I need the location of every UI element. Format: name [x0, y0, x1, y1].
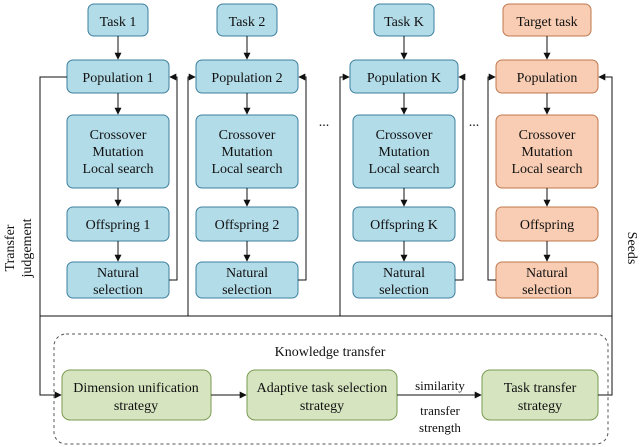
connectors — [39, 36, 613, 399]
operator-local-search: Local search — [82, 162, 153, 177]
operator-mutation: Mutation — [521, 145, 572, 160]
selection-label-line2: selection — [93, 283, 143, 298]
task-transfer-line2: strategy — [518, 399, 562, 414]
column-task-2: Task 2 Population 2 Crossover Mutation L… — [195, 3, 299, 299]
population-label: Population 1 — [82, 71, 153, 86]
selection-label-line2: selection — [379, 283, 429, 298]
task-label: Target task — [516, 15, 577, 30]
operator-mutation: Mutation — [378, 145, 429, 160]
selection-label-line1: Natural — [226, 266, 268, 281]
selection-label-line2: selection — [522, 283, 572, 298]
similarity-label: similarity — [415, 378, 465, 393]
adaptive-task-selection-line2: strategy — [300, 399, 344, 414]
transfer-judgement-line1: Transfer — [3, 224, 18, 271]
dimension-unification-line2: strategy — [114, 399, 158, 414]
task-label: Task 2 — [229, 15, 266, 30]
offspring-label: Offspring — [520, 218, 574, 233]
operator-crossover: Crossover — [376, 128, 433, 143]
operator-local-search: Local search — [368, 162, 439, 177]
operator-crossover: Crossover — [219, 128, 276, 143]
adaptive-task-selection-line1: Adaptive task selection — [257, 381, 388, 396]
column-task-1: Task 1 Population 1 Crossover Mutation L… — [66, 3, 170, 299]
operator-mutation: Mutation — [221, 145, 272, 160]
offspring-label: Offspring K — [370, 218, 438, 233]
offspring-label: Offspring 2 — [215, 218, 280, 233]
dimension-unification-line1: Dimension unification — [73, 381, 199, 396]
offspring-label: Offspring 1 — [86, 218, 151, 233]
ellipsis-left: ... — [319, 115, 330, 130]
selection-label-line1: Natural — [97, 266, 139, 281]
transfer-judgement-line2: judgement — [20, 218, 35, 278]
knowledge-transfer-panel — [53, 333, 609, 445]
operator-local-search: Local search — [211, 162, 282, 177]
task-label: Task 1 — [100, 15, 137, 30]
knowledge-transfer-title: Knowledge transfer — [275, 345, 386, 360]
column-target-task: Target task Population Crossover Mutatio… — [495, 3, 599, 299]
population-label: Population 2 — [211, 71, 282, 86]
task-transfer-line1: Task transfer — [504, 381, 577, 396]
operator-crossover: Crossover — [519, 128, 576, 143]
population-label: Population K — [367, 71, 441, 86]
selection-label-line2: selection — [222, 283, 272, 298]
selection-label-line1: Natural — [526, 266, 568, 281]
population-label: Population — [517, 71, 578, 86]
transfer-strength-line2: strength — [419, 420, 461, 435]
operator-crossover: Crossover — [90, 128, 147, 143]
operator-mutation: Mutation — [92, 145, 143, 160]
transfer-strength-line1: transfer — [420, 403, 460, 418]
task-label: Task K — [384, 15, 424, 30]
selection-label-line1: Natural — [383, 266, 425, 281]
seeds-label: Seeds — [624, 232, 639, 265]
ellipsis-right: ... — [469, 115, 480, 130]
operator-local-search: Local search — [511, 162, 582, 177]
